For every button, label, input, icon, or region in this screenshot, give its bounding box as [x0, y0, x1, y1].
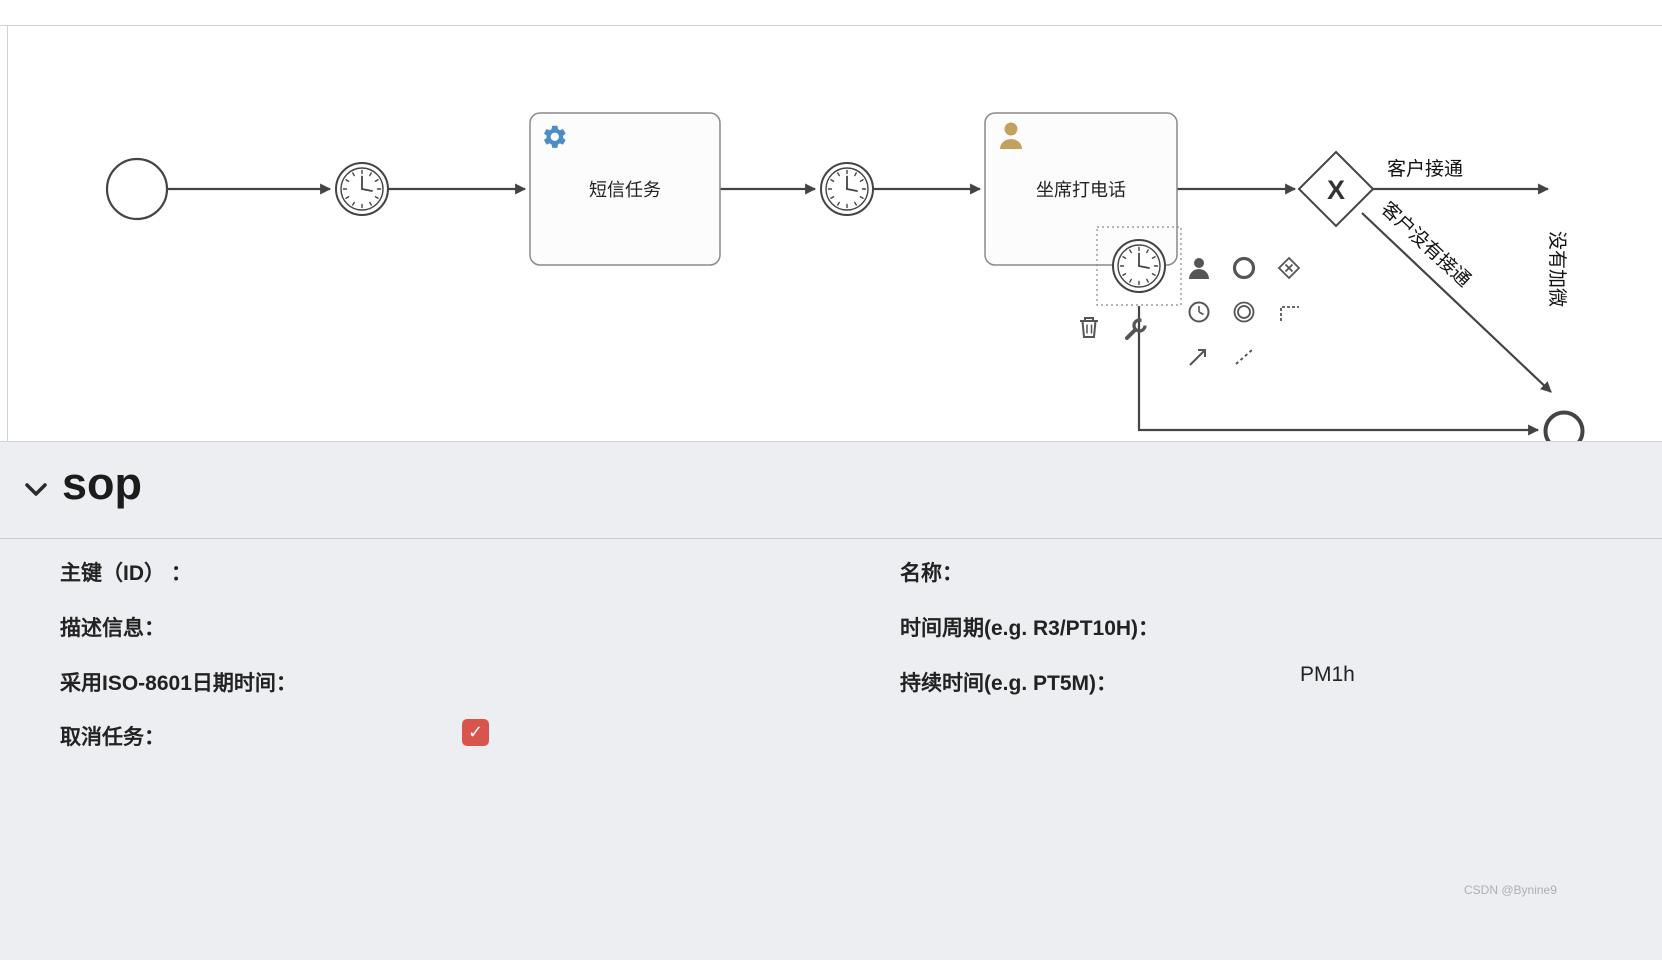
flow-label-not-answered: 客户没有接通 [1377, 198, 1475, 292]
collapse-chevron-icon[interactable] [24, 482, 48, 498]
properties-panel: sop 主键（ID） ： 描述信息： 采用ISO-8601日期时间： 取消任务：… [0, 441, 1662, 960]
watermark: CSDN @Bynine9 [1464, 883, 1557, 897]
append-user-task-icon[interactable] [1189, 258, 1209, 279]
connect-tool-icon[interactable] [1189, 349, 1206, 366]
user-icon [1000, 122, 1022, 149]
field-name-label: 名称： [900, 562, 963, 585]
gateway-marker: X [1327, 175, 1345, 205]
exclusive-gateway[interactable]: X [1297, 150, 1375, 228]
duration-value-field[interactable]: PM1h [1300, 663, 1355, 686]
field-id-label: 主键（ID） ： [60, 562, 192, 585]
field-cycle-label: 时间周期(e.g. R3/PT10H)： [900, 617, 1160, 640]
flow-label-answered: 客户接通 [1387, 158, 1463, 180]
field-iso8601-label: 采用ISO-8601日期时间： [60, 672, 297, 695]
flow-label-no-wechat: 没有加微 [1546, 231, 1568, 307]
append-end-event-icon[interactable] [1232, 256, 1256, 280]
checkmark-icon: ✓ [467, 722, 484, 742]
timer-event[interactable] [820, 162, 874, 216]
append-gateway-icon[interactable] [1277, 256, 1301, 280]
association-tool-icon[interactable] [1235, 349, 1253, 365]
timer-event[interactable] [335, 162, 389, 216]
field-cancel-task-label: 取消任务： [60, 726, 165, 749]
append-annotation-icon[interactable] [1280, 306, 1299, 321]
selection-box [1096, 226, 1182, 306]
field-duration-label: 持续时间(e.g. PT5M)： [900, 672, 1118, 695]
end-event[interactable] [1543, 410, 1585, 442]
canvas-border [0, 25, 1662, 26]
sequence-flow-timeout[interactable] [1137, 306, 1540, 436]
trash-icon[interactable] [1080, 317, 1098, 338]
cancel-task-checkbox[interactable]: ✓ [462, 719, 489, 746]
sequence-flow-not-answered[interactable] [1361, 212, 1552, 393]
panel-divider [0, 538, 1662, 539]
canvas-border [7, 25, 8, 441]
field-description-label: 描述信息： [60, 617, 165, 640]
wrench-icon[interactable] [1125, 318, 1150, 340]
append-intermediate-event-icon[interactable] [1233, 301, 1255, 323]
start-event[interactable] [105, 157, 169, 221]
diagram-canvas[interactable]: 短信任务 坐席打电话 X 客户接通 客户没有接通 没有加微 [0, 0, 1662, 441]
panel-title: sop [62, 458, 143, 509]
task-label: 短信任务 [589, 180, 661, 200]
task-label: 坐席打电话 [1036, 180, 1126, 200]
task-sms[interactable]: 短信任务 [529, 112, 721, 266]
append-timer-event-icon[interactable] [1188, 301, 1210, 323]
gear-icon [544, 125, 566, 148]
boundary-timer-event[interactable] [1112, 239, 1166, 293]
